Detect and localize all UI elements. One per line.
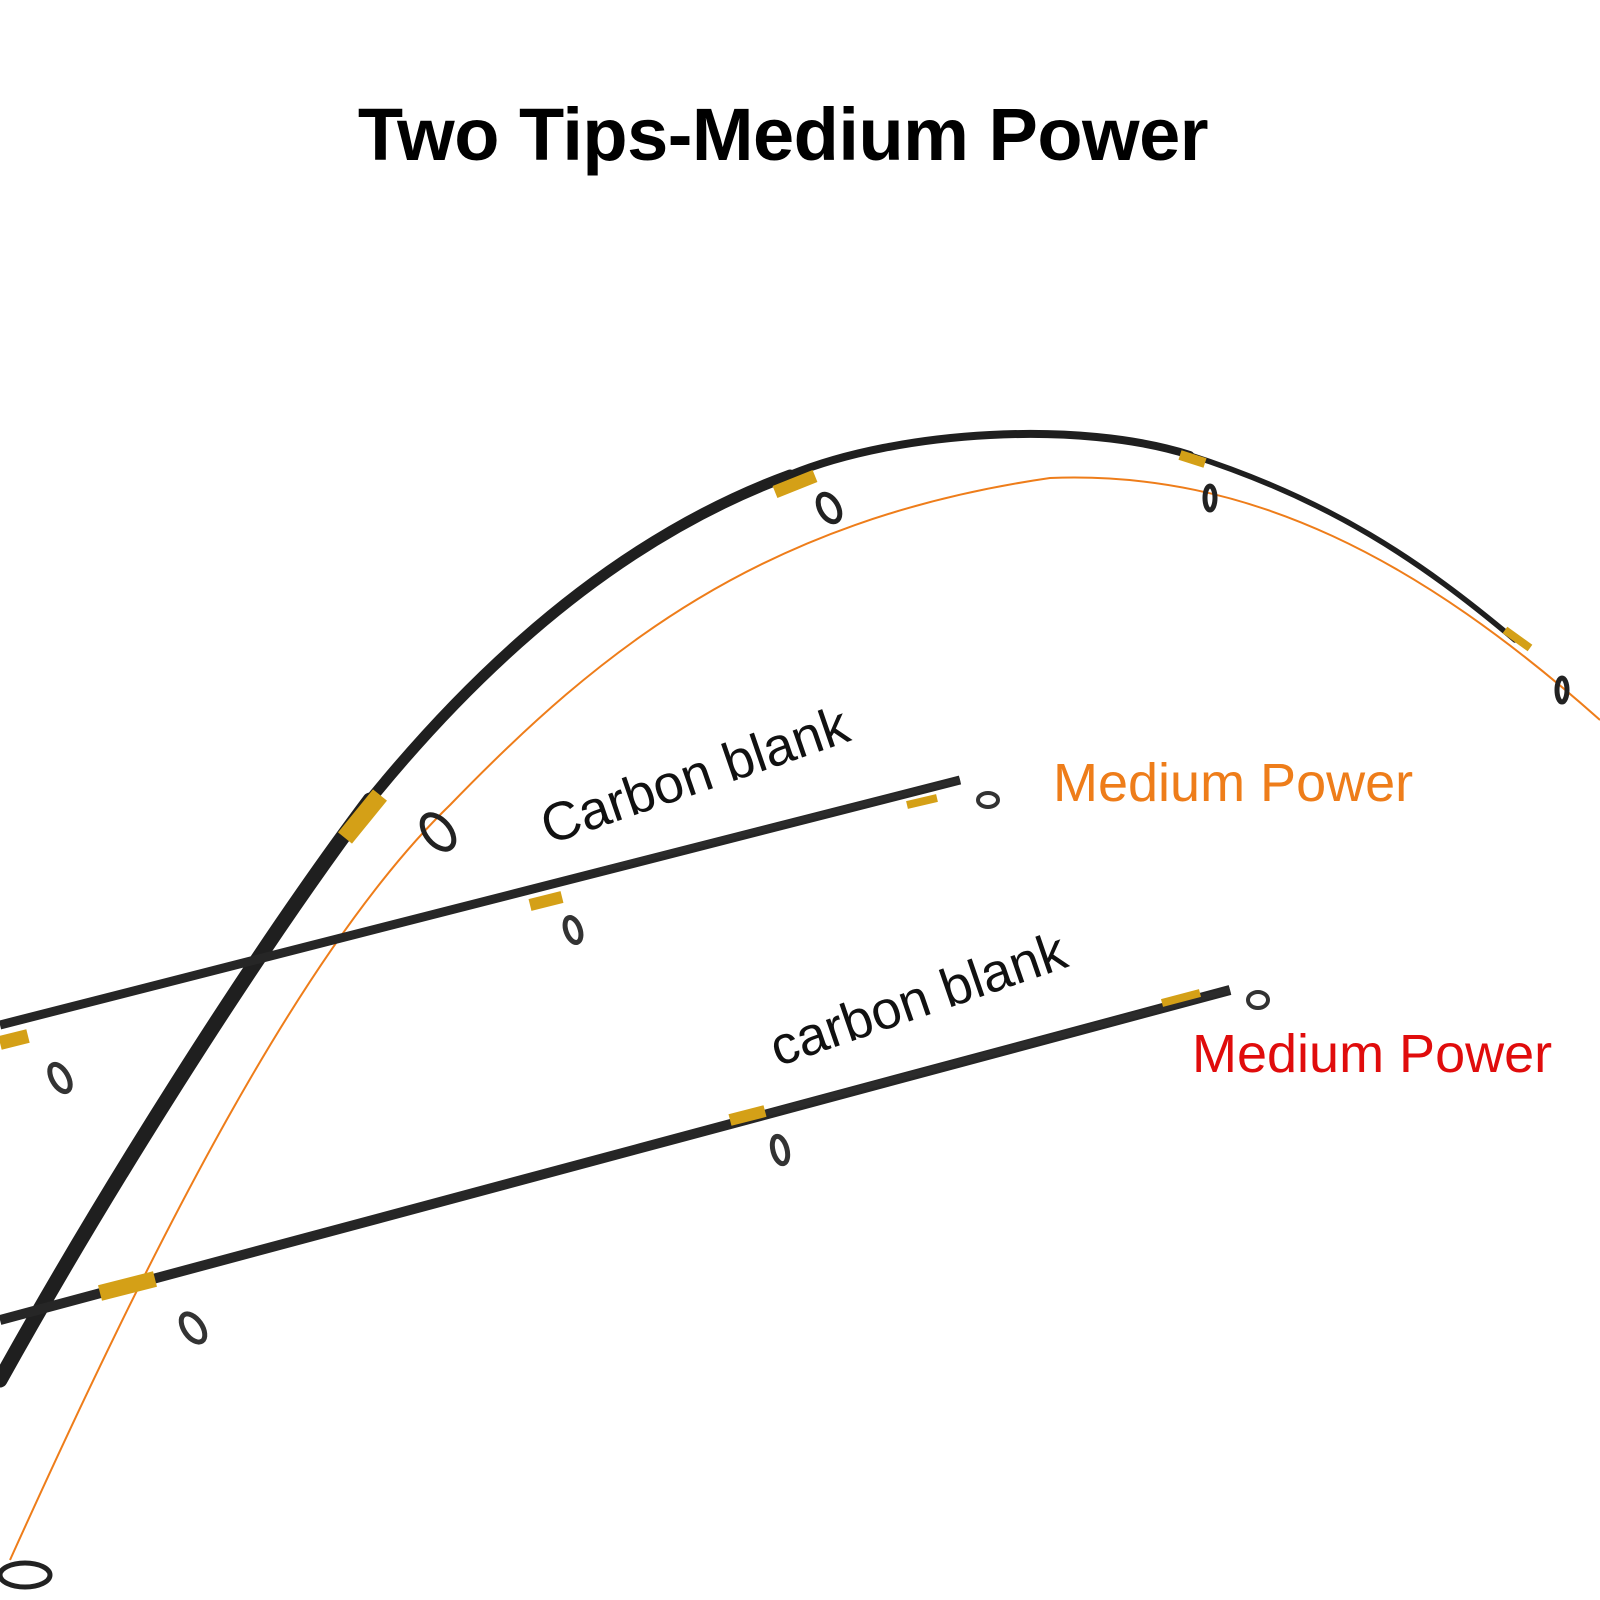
tip-1-power-label: Medium Power (1053, 753, 1414, 813)
tip-2-power-label: Medium Power (1192, 1024, 1553, 1084)
tip-1-rod (0, 775, 1000, 1095)
fishing-line (9, 476, 1600, 1561)
tip-2-rod (0, 985, 1270, 1345)
main-rod (0, 430, 1518, 1388)
main-rod-guides (0, 483, 1570, 1590)
page-title: Two Tips-Medium Power (357, 93, 1209, 176)
main-rod-wraps (338, 450, 1533, 844)
